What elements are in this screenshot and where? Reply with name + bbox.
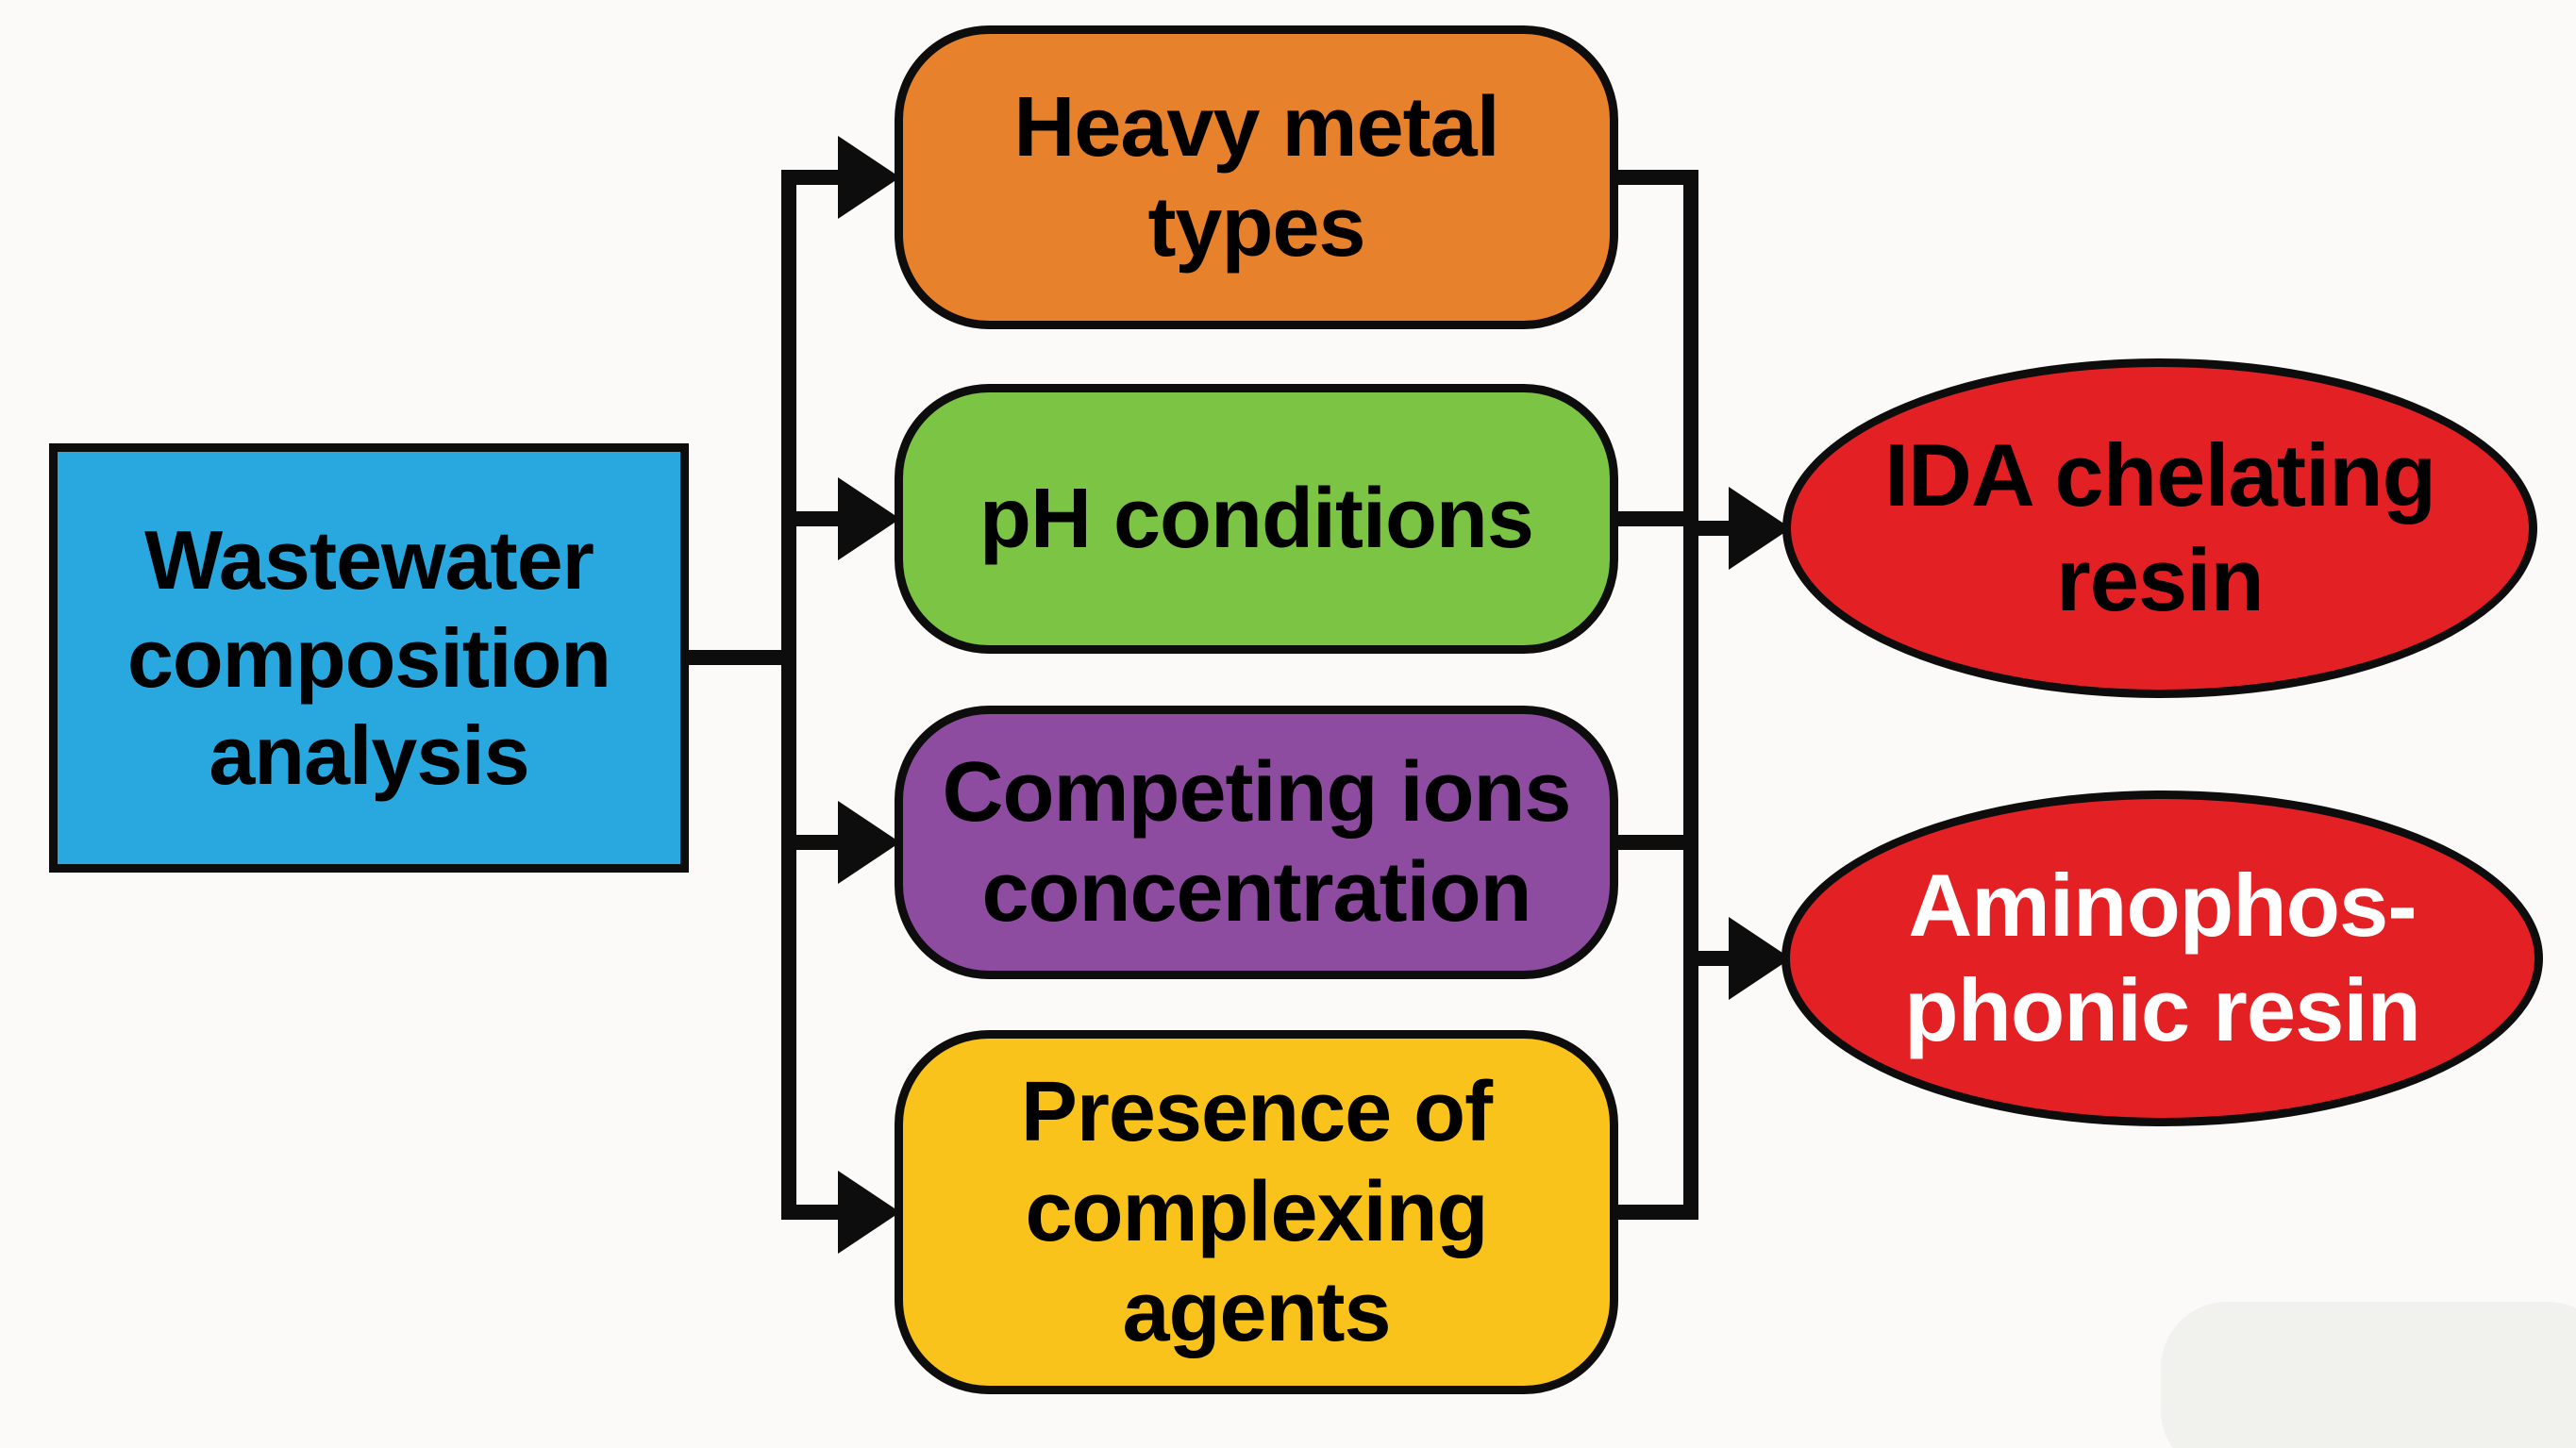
label-line: IDA chelating <box>1883 425 2436 525</box>
label-line: complexing <box>1025 1164 1488 1259</box>
label-line: analysis <box>209 708 529 803</box>
label-line: agents <box>1122 1265 1391 1360</box>
label-line: composition <box>126 610 611 705</box>
arrowhead-heavy-metal <box>838 136 900 219</box>
node-ph-conditions: pH conditions <box>895 384 1618 654</box>
label-line: phonic resin <box>1904 960 2421 1059</box>
arrowhead-complexing-agents <box>838 1171 900 1254</box>
label-line: concentration <box>981 845 1531 940</box>
label-line: Heavy metal <box>1013 79 1499 175</box>
label-line: types <box>1147 180 1365 275</box>
arrowhead-ida-resin <box>1729 487 1791 570</box>
arrowhead-competing-ions <box>838 801 900 884</box>
label-line: Aminophos- <box>1908 856 2417 956</box>
label-line: pH conditions <box>979 471 1534 566</box>
arrowhead-ph <box>838 477 900 560</box>
label-line: Wastewater <box>144 512 594 607</box>
watermark-blob <box>2161 1302 2576 1448</box>
label-line: resin <box>2056 530 2265 629</box>
node-aminophosphonic-resin: Aminophos-phonic resin <box>1781 791 2543 1126</box>
label-line: Competing ions <box>942 744 1572 840</box>
arrowhead-aminophosphonic-resin <box>1729 917 1791 1000</box>
label-line: Presence of <box>1020 1064 1493 1159</box>
